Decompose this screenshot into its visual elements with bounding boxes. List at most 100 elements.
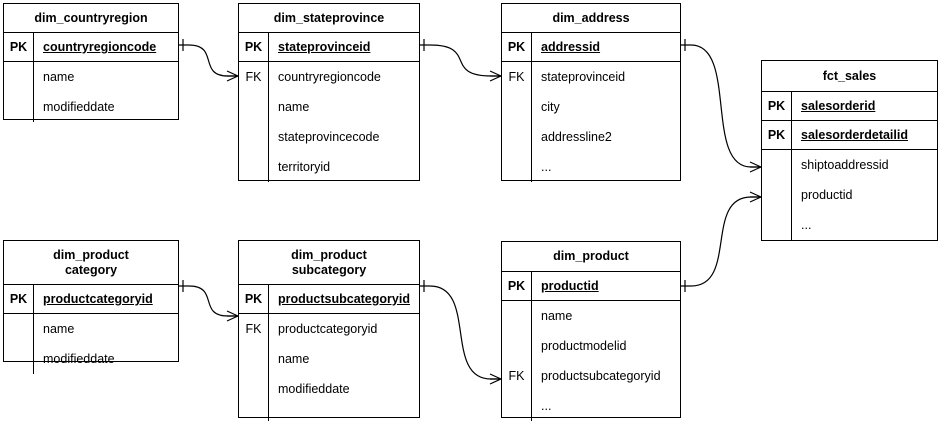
field-name: productcategoryid <box>43 292 153 306</box>
cardinality-many-marker <box>226 310 239 322</box>
attribute-block: FK stateprovinceid city addressline2... <box>502 62 680 182</box>
key-marker-pk: PK <box>4 285 34 313</box>
entity-title-dim_countryregion: dim_countryregion <box>4 4 178 33</box>
entity-title-dim_product: dim_product <box>502 242 680 272</box>
attribute-name[interactable]: name <box>541 309 573 323</box>
attribute-ellipsis[interactable]: ... <box>541 160 552 174</box>
attribute-countryregioncode[interactable]: countryregioncode <box>278 70 381 84</box>
key-marker-fk: FK <box>245 322 262 336</box>
attribute-productid[interactable]: productid <box>801 188 853 202</box>
key-marker-pk: PK <box>502 33 532 61</box>
relationship-countryregion-to-stateprovince[interactable] <box>179 39 239 82</box>
relationship-address-to-fctsales[interactable] <box>681 39 762 173</box>
key-marker-fk: FK <box>508 70 525 84</box>
entity-title-line1: dim_product <box>291 247 367 262</box>
relationship-subcategory-to-product[interactable] <box>420 280 502 385</box>
attribute-modifieddate[interactable]: modifieddate <box>43 352 115 366</box>
attribute-name[interactable]: name <box>278 352 310 366</box>
pk-row-countryregioncode[interactable]: PK countryregioncode <box>4 33 178 62</box>
attribute-list: stateprovinceid city addressline2... <box>532 62 680 182</box>
field-name: stateprovinceid <box>278 40 371 54</box>
field-name: salesorderid <box>801 99 876 113</box>
attribute-block: shiptoaddressid productid... <box>762 150 937 240</box>
attribute-territoryid[interactable]: territoryid <box>278 160 331 174</box>
key-marker-fk: FK <box>508 369 525 383</box>
attribute-list: countryregioncode name stateprovincecode te… <box>269 62 419 182</box>
cardinality-many-marker <box>489 70 502 82</box>
entity-title-line1: dim_countryregion <box>34 10 148 25</box>
attribute-modifieddate[interactable]: modifieddate <box>43 100 115 114</box>
attribute-ellipsis[interactable]: ... <box>541 399 552 413</box>
entity-title-line1: dim_product <box>53 247 129 262</box>
key-gutter: FK <box>239 62 269 182</box>
attribute-addressline2[interactable]: addressline2 <box>541 130 612 144</box>
attribute-stateprovinceid[interactable]: stateprovinceid <box>541 70 626 84</box>
key-gutter: FK <box>502 301 532 421</box>
pk-row-salesorderdetailid[interactable]: PK salesorderdetailid <box>762 121 937 150</box>
relationship-productcategory-to-subcategory[interactable] <box>179 280 239 322</box>
attribute-list: shiptoaddressid productid... <box>792 150 937 240</box>
key-marker-pk: PK <box>502 272 532 300</box>
entity-title-line1: fct_sales <box>822 68 877 83</box>
pk-row-productcategoryid[interactable]: PK productcategoryid <box>4 285 178 314</box>
attribute-list: productcategoryid name modifieddate... <box>269 314 419 421</box>
field-name: salesorderdetailid <box>801 128 908 142</box>
attribute-ellipsis[interactable]: ... <box>801 218 812 232</box>
key-marker-pk: PK <box>239 285 269 313</box>
attribute-block: name modifieddate <box>4 314 178 374</box>
entity-title-dim_stateprovince: dim_stateprovince <box>239 4 419 33</box>
field-name: countryregioncode <box>43 40 157 54</box>
field-name: productsubcategoryid <box>278 292 410 306</box>
attribute-list: name modifieddate <box>34 62 178 122</box>
attribute-modifieddate[interactable]: modifieddate <box>278 382 350 396</box>
attribute-productsubcategoryid[interactable]: productsubcategoryid <box>541 369 661 383</box>
key-marker-pk: PK <box>4 33 34 61</box>
cardinality-many-marker <box>489 373 502 385</box>
pk-row-salesorderid[interactable]: PK salesorderid <box>762 92 937 121</box>
attribute-block: FK name productmodelid productsubcategoryid… <box>502 301 680 421</box>
pk-row-productsubcategoryid[interactable]: PK productsubcategoryid <box>239 285 419 314</box>
attribute-productmodelid[interactable]: productmodelid <box>541 339 627 353</box>
attribute-name[interactable]: name <box>278 100 310 114</box>
key-gutter: FK <box>502 62 532 182</box>
key-gutter <box>4 62 34 122</box>
attribute-block: FK productcategoryid name modifieddate... <box>239 314 419 421</box>
key-marker-pk: PK <box>239 33 269 61</box>
key-marker-pk: PK <box>762 121 792 149</box>
entity-title-line1: dim_address <box>552 10 630 25</box>
attribute-name[interactable]: name <box>43 322 75 336</box>
attribute-name[interactable]: name <box>43 70 75 84</box>
entity-title-line2: category <box>64 262 118 277</box>
attribute-productcategoryid[interactable]: productcategoryid <box>278 322 378 336</box>
entity-title-line1: dim_product <box>553 249 629 263</box>
key-gutter <box>762 150 792 240</box>
key-marker-pk: PK <box>762 92 792 120</box>
relationship-stateprovince-to-address[interactable] <box>420 39 502 82</box>
attribute-ellipsis[interactable]: ... <box>278 412 289 421</box>
key-gutter <box>4 314 34 374</box>
attribute-shiptoaddressid[interactable]: shiptoaddressid <box>801 158 889 172</box>
cardinality-many-marker <box>749 191 762 203</box>
entity-title-line1: dim_stateprovince <box>273 10 385 25</box>
attribute-block: FK countryregioncode name stateprovincecode… <box>239 62 419 182</box>
entity-title-fct_sales: fct_sales <box>762 61 937 92</box>
entity-title-dim_address: dim_address <box>502 4 680 33</box>
relationship-product-to-fctsales[interactable] <box>681 191 762 292</box>
pk-row-stateprovinceid[interactable]: PK stateprovinceid <box>239 33 419 62</box>
entity-title-line2: subcategory <box>291 262 367 277</box>
attribute-stateprovincecode[interactable]: stateprovincecode <box>278 130 380 144</box>
cardinality-many-marker <box>749 161 762 173</box>
attribute-city[interactable]: city <box>541 100 560 114</box>
